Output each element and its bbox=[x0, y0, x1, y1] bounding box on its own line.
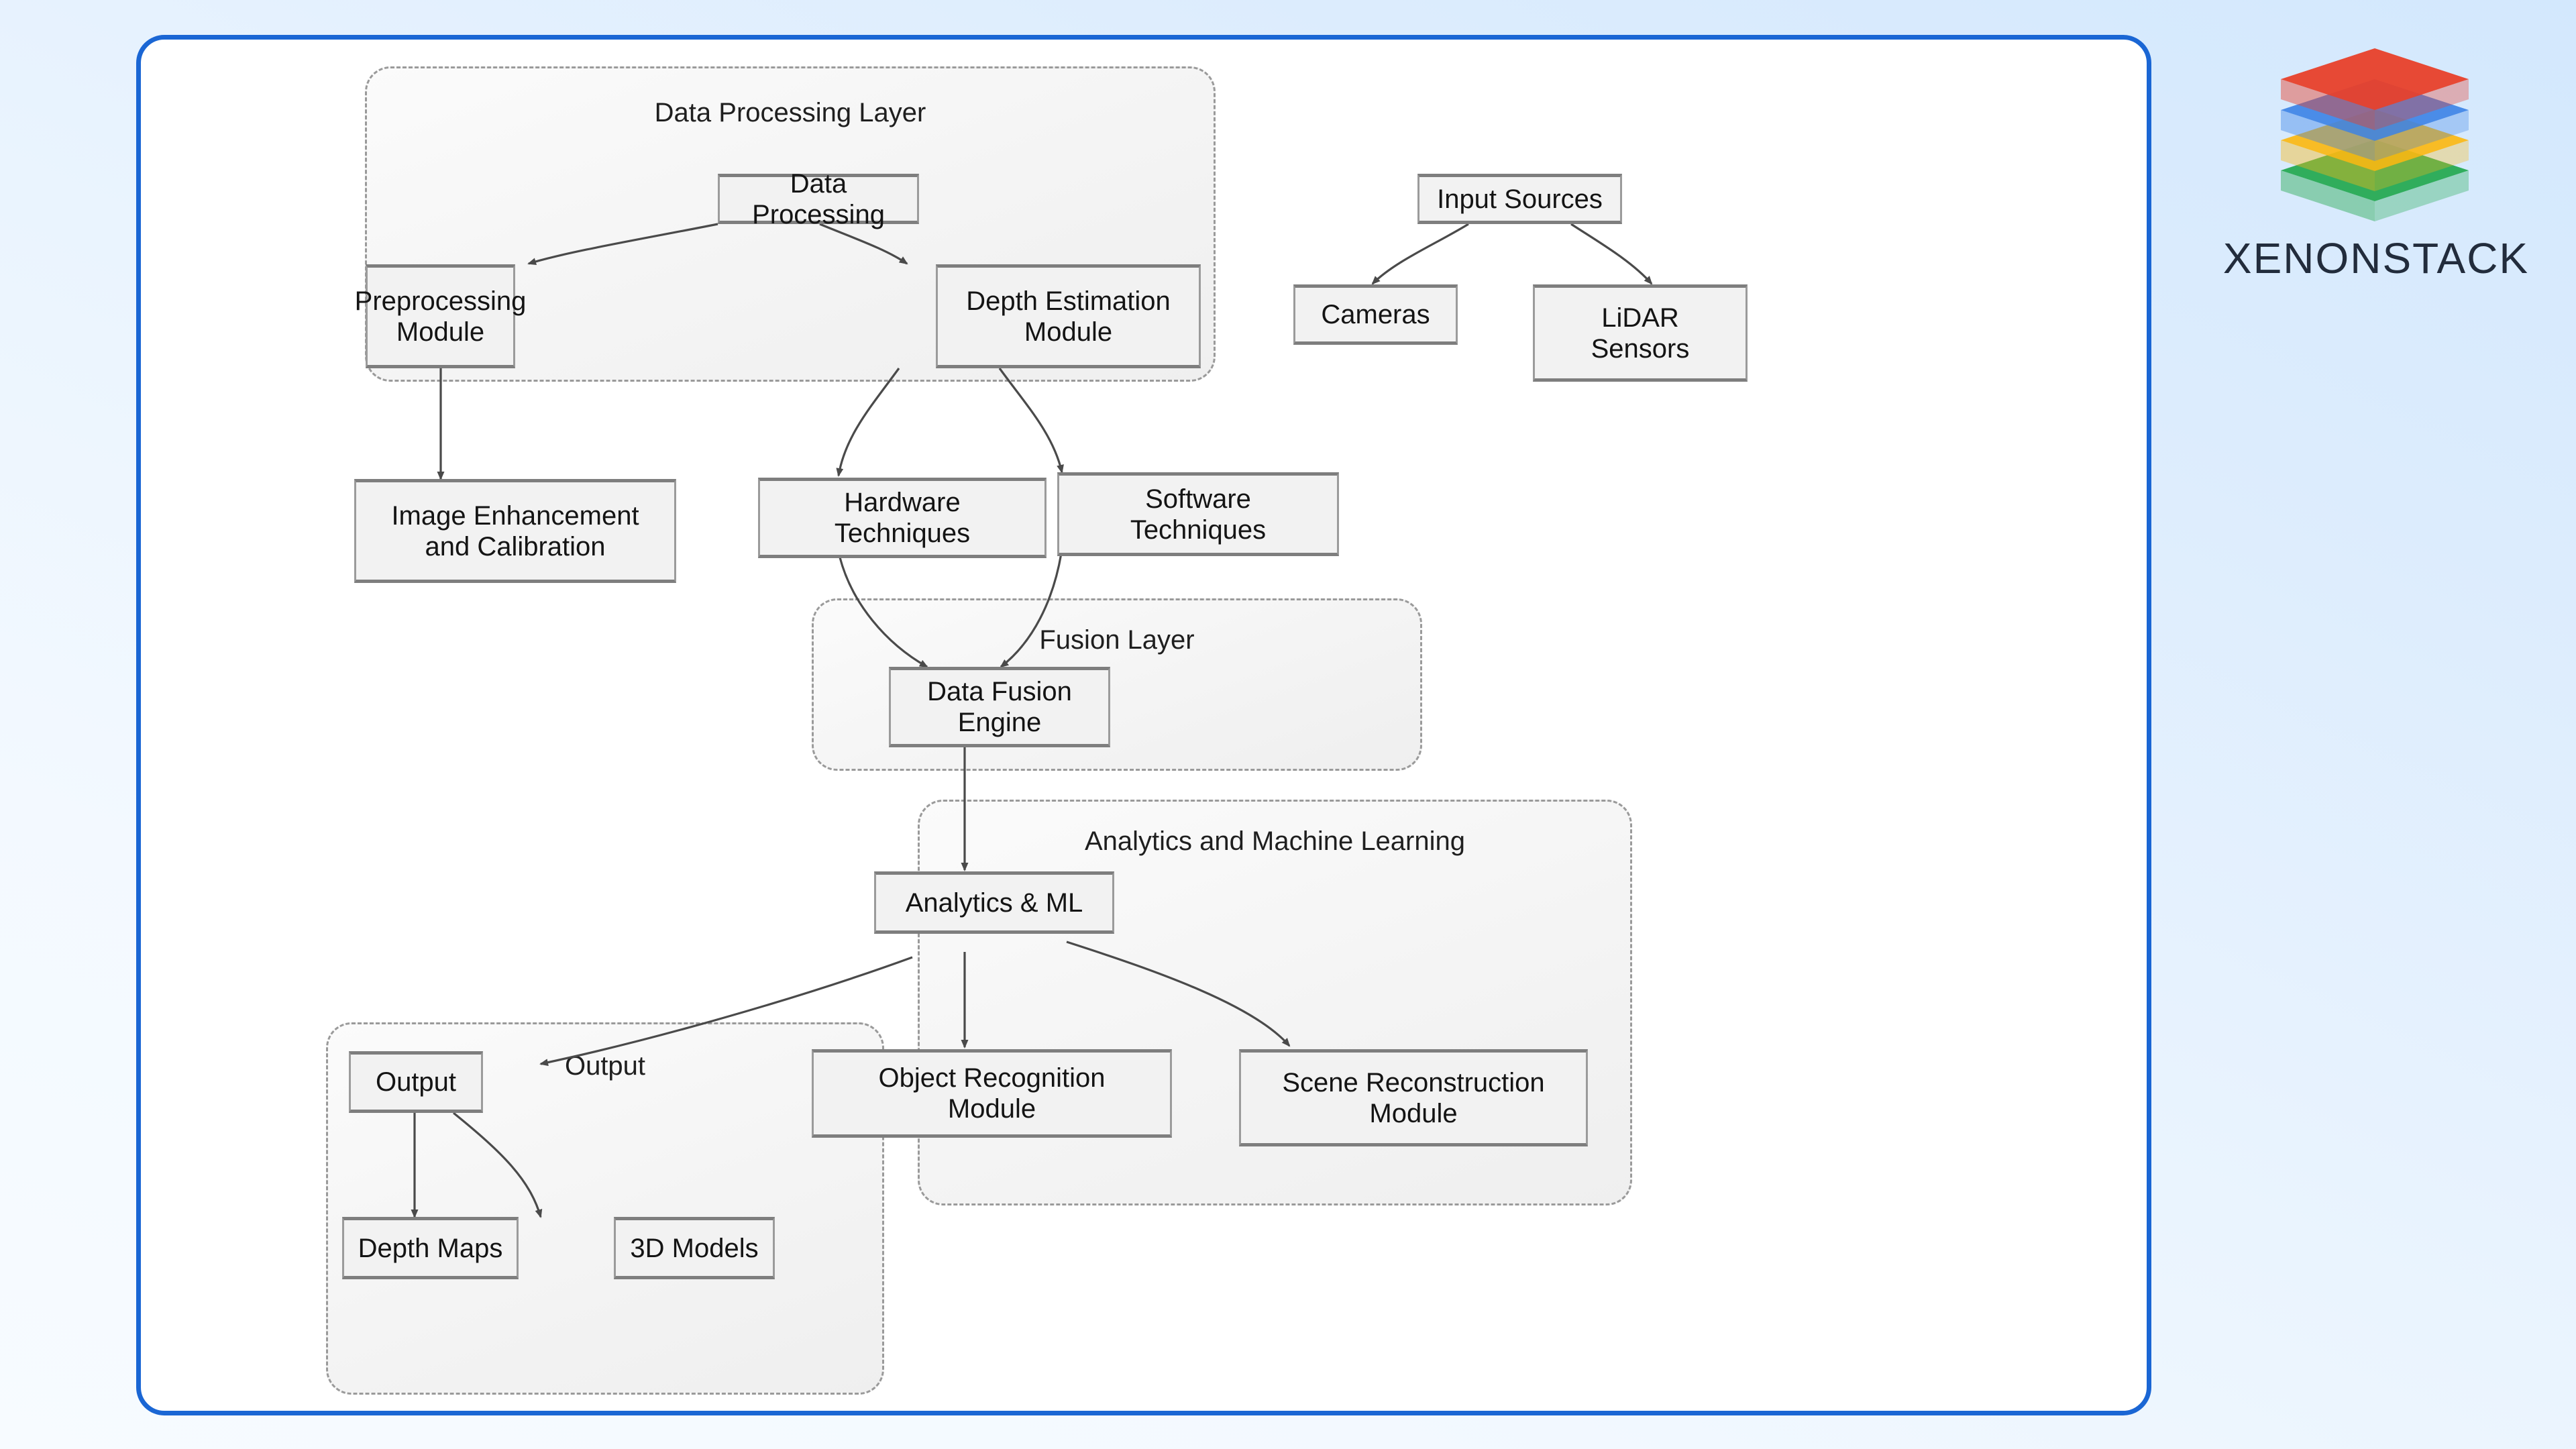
diagram-card: Data Processing Layer Fusion Layer Analy… bbox=[136, 35, 2151, 1415]
brand-logo: XENONSTACK bbox=[2188, 39, 2564, 307]
edge-input-sources-to-lidar-sensors bbox=[1570, 223, 1653, 285]
cluster-title-analytics-and-machine-learning: Analytics and Machine Learning bbox=[1084, 826, 1465, 856]
node-analytics-ml[interactable]: Analytics & ML bbox=[874, 871, 1114, 934]
node-object-recognition-module[interactable]: Object Recognition Module bbox=[812, 1049, 1172, 1138]
cluster-fusion-layer: Fusion Layer bbox=[812, 598, 1422, 771]
cluster-output: Output bbox=[326, 1022, 884, 1395]
node-depth-estimation-module[interactable]: Depth Estimation Module bbox=[936, 264, 1201, 368]
node-image-enhancement-and-calibration[interactable]: Image Enhancement and Calibration bbox=[354, 479, 676, 583]
node-input-sources[interactable]: Input Sources bbox=[1417, 174, 1622, 224]
node-lidar-sensors[interactable]: LiDAR Sensors bbox=[1533, 284, 1748, 382]
node-preprocessing-module[interactable]: Preprocessing Module bbox=[355, 264, 526, 368]
edge-depth-estimation-module-to-hardware-techniques bbox=[836, 368, 900, 477]
flowchart-canvas: Data Processing Layer Fusion Layer Analy… bbox=[141, 40, 2156, 1420]
cluster-title-data-processing-layer: Data Processing Layer bbox=[654, 98, 926, 127]
node-3d-models[interactable]: 3D Models bbox=[614, 1217, 775, 1279]
edge-input-sources-to-cameras bbox=[1371, 223, 1469, 285]
node-software-techniques[interactable]: Software Techniques bbox=[1057, 472, 1339, 556]
node-data-fusion-engine[interactable]: Data Fusion Engine bbox=[889, 667, 1110, 747]
node-scene-reconstruction-module[interactable]: Scene Reconstruction Module bbox=[1239, 1049, 1588, 1146]
brand-wordmark: XENONSTACK bbox=[2222, 234, 2530, 282]
stacked-layers-icon bbox=[2281, 48, 2469, 221]
node-data-processing[interactable]: Data Processing bbox=[718, 169, 919, 229]
node-depth-maps[interactable]: Depth Maps bbox=[342, 1217, 519, 1279]
node-cameras[interactable]: Cameras bbox=[1293, 284, 1458, 345]
node-output-node[interactable]: Output bbox=[349, 1051, 483, 1113]
edge-depth-estimation-module-to-software-techniques bbox=[998, 368, 1064, 474]
cluster-title-fusion-layer: Fusion Layer bbox=[1039, 625, 1195, 655]
node-hardware-techniques[interactable]: Hardware Techniques bbox=[758, 478, 1046, 558]
